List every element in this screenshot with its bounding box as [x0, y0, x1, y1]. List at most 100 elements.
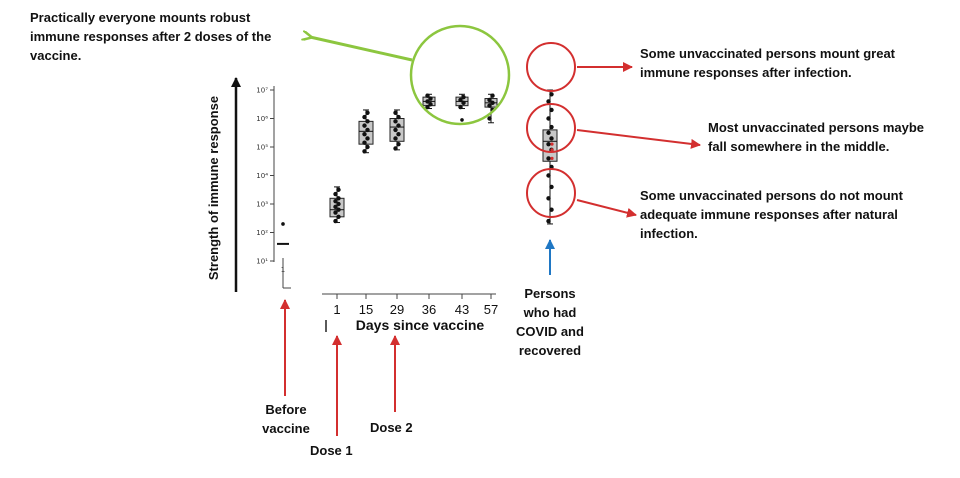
green-arrow — [310, 37, 413, 62]
green-highlight-circle — [409, 24, 511, 126]
y-axis-label: Strength of immune response — [206, 96, 221, 280]
data-point — [549, 136, 554, 141]
highlight-point — [550, 148, 554, 152]
x-tick-label: 15 — [359, 302, 373, 317]
x-axis-label: Days since vaccine — [356, 317, 485, 333]
x-tick-label: 29 — [390, 302, 404, 317]
data-point — [546, 99, 551, 104]
box-group — [329, 186, 345, 224]
data-point — [365, 119, 370, 124]
data-point — [549, 92, 554, 97]
data-point — [396, 141, 401, 147]
data-point — [396, 114, 401, 120]
data-point — [365, 136, 370, 141]
data-point — [362, 114, 367, 120]
y-tick-label: 10⁴ — [256, 172, 268, 180]
data-point — [365, 144, 370, 150]
data-point — [546, 116, 551, 121]
data-point — [393, 127, 398, 133]
y-tick-label: 10² — [256, 229, 268, 237]
data-point — [336, 207, 341, 212]
data-point — [546, 196, 551, 201]
data-point — [396, 123, 401, 128]
data-point — [362, 140, 367, 145]
x-axis-ticks: 1 15 29 36 43 57 — [333, 294, 498, 317]
y-tick-label: 10³ — [256, 201, 268, 209]
y-tick-label: 10⁵ — [256, 144, 268, 152]
x-tick-label: 1 — [333, 302, 340, 317]
data-point — [546, 173, 551, 178]
outlier-point — [460, 118, 464, 122]
y-tick-label: 10¹ — [256, 258, 268, 266]
data-point — [333, 218, 338, 224]
highlight-point — [550, 156, 554, 160]
data-point — [549, 124, 554, 130]
outlier-point — [281, 222, 285, 226]
data-point — [333, 191, 338, 197]
data-point — [362, 131, 367, 137]
box-group — [542, 89, 558, 225]
data-point — [549, 207, 554, 212]
data-point — [333, 198, 338, 204]
box-group — [455, 93, 469, 122]
data-point — [490, 93, 495, 98]
highlight-point — [550, 142, 554, 146]
data-point — [546, 130, 551, 135]
data-point — [487, 97, 492, 103]
annotation-middle-response: Most unvaccinated persons maybe fall som… — [708, 120, 925, 154]
y-tick-label: 10⁷ — [256, 87, 268, 95]
before-tick-label: 1 — [281, 266, 285, 274]
data-point — [487, 116, 492, 121]
data-point — [425, 104, 430, 110]
data-point — [490, 100, 495, 106]
box-group — [422, 93, 436, 110]
data-point — [336, 196, 341, 201]
y-axis-ticks: 10¹ 10² 10³ 10⁴ 10⁵ 10⁶ 10⁷ — [256, 87, 274, 266]
red-circle-bottom — [526, 168, 576, 218]
data-point — [333, 204, 338, 210]
label-before-vaccine: Before vaccine — [262, 402, 310, 436]
annotation-great-response: Some unvaccinated persons mount great im… — [640, 46, 896, 80]
data-point — [396, 131, 401, 137]
box-group — [358, 109, 374, 154]
red-circle-top — [526, 42, 576, 92]
data-point — [546, 141, 551, 147]
data-point — [549, 107, 554, 113]
data-point — [425, 99, 430, 104]
x-tick-label: 57 — [484, 302, 498, 317]
data-point — [336, 187, 341, 192]
label-dose-1: Dose 1 — [310, 443, 353, 458]
data-point — [428, 102, 433, 107]
data-point — [487, 103, 492, 108]
data-point — [425, 93, 430, 98]
label-covid-recovered: Persons who had COVID and recovered — [516, 286, 584, 358]
x-tick-label: 43 — [455, 302, 469, 317]
data-point — [393, 136, 398, 141]
box-group — [277, 222, 289, 245]
data-point — [393, 110, 398, 116]
data-point — [333, 210, 338, 215]
data-point — [461, 100, 466, 106]
label-dose-2: Dose 2 — [370, 420, 413, 435]
data-point — [461, 94, 466, 100]
red-circle-middle — [526, 103, 576, 153]
red-arrow-middle — [576, 129, 701, 149]
y-tick-label: 10⁶ — [256, 115, 268, 123]
data-point — [546, 156, 551, 161]
data-point — [336, 214, 341, 220]
data-point — [546, 218, 551, 224]
data-point — [362, 123, 367, 128]
data-point — [362, 149, 367, 154]
data-point — [458, 104, 463, 110]
data-point — [393, 146, 398, 151]
x-tick-label: 36 — [422, 302, 436, 317]
data-point — [549, 184, 554, 190]
data-point — [393, 119, 398, 124]
data-point — [336, 201, 341, 207]
red-arrow-bottom — [576, 199, 637, 218]
data-point — [428, 96, 433, 101]
data-point — [458, 97, 463, 103]
box-group — [389, 109, 405, 151]
box-plots — [277, 89, 558, 245]
